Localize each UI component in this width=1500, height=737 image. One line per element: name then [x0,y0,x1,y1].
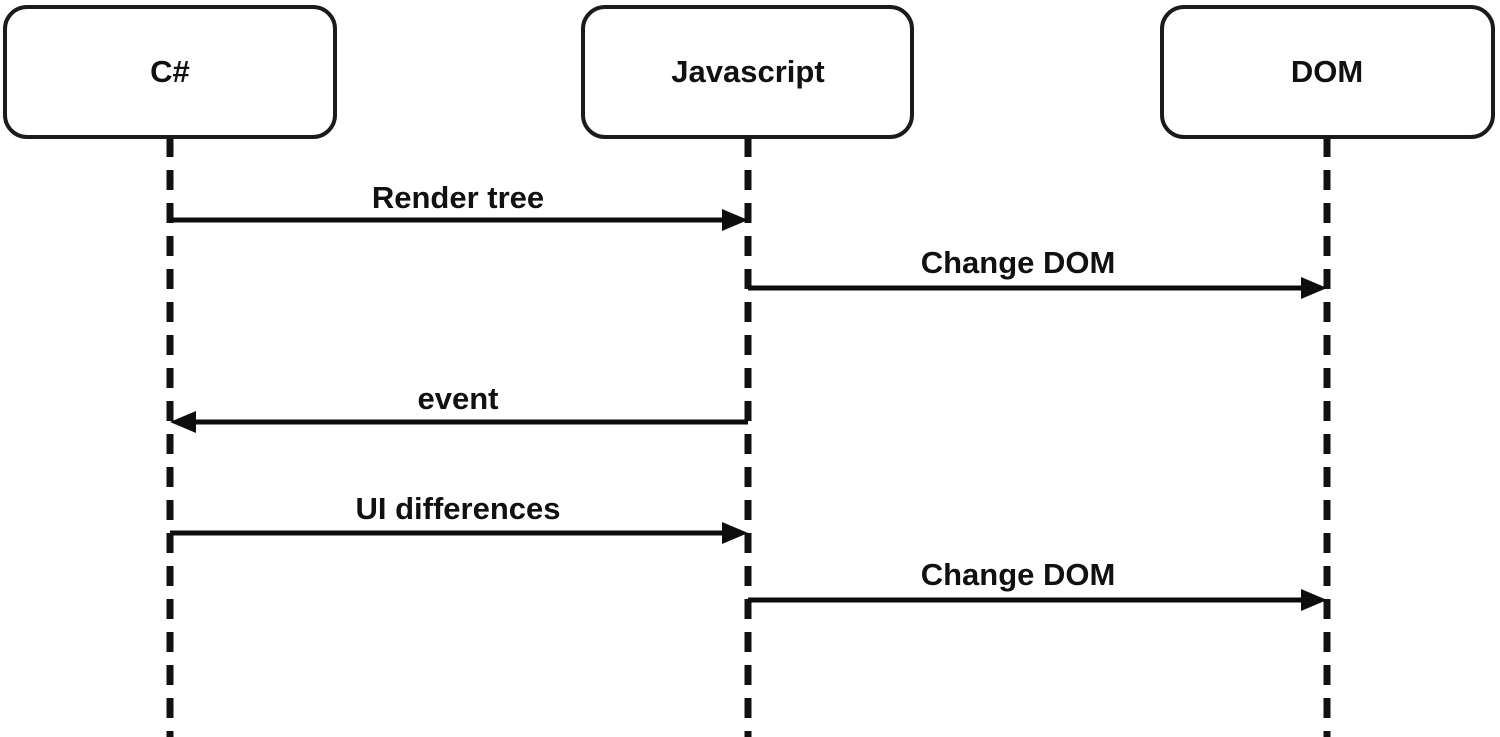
participant-box-csharp[interactable] [3,5,337,139]
arrowhead-right-icon [722,209,748,231]
arrowhead-left-icon [170,411,196,433]
messages-layer: Render tree Change DOM event UI differen… [170,180,1327,611]
message-change-dom-1[interactable]: Change DOM [748,245,1327,299]
participant-label-csharp: C# [150,54,190,89]
participant-label-javascript: Javascript [671,54,824,89]
message-label-change-dom-1: Change DOM [921,245,1116,280]
message-label-event: event [418,381,499,416]
participant-box-javascript[interactable] [581,5,914,139]
lifelines-layer [166,137,1331,737]
message-change-dom-2[interactable]: Change DOM [748,557,1327,611]
message-label-render-tree: Render tree [372,180,544,215]
message-label-change-dom-2: Change DOM [921,557,1116,592]
participant-dom[interactable]: DOM [1160,5,1495,139]
arrowhead-right-icon [722,522,748,544]
arrowhead-right-icon [1301,277,1327,299]
participant-javascript[interactable]: Javascript [581,5,914,139]
arrowhead-right-icon [1301,589,1327,611]
participants-layer: C# Javascript DOM [3,5,1495,139]
message-render-tree[interactable]: Render tree [170,180,748,231]
participant-csharp[interactable]: C# [3,5,337,139]
message-event[interactable]: event [170,381,748,433]
message-ui-differences[interactable]: UI differences [170,491,748,544]
message-label-ui-differences: UI differences [355,491,560,526]
participant-box-dom[interactable] [1160,5,1495,139]
participant-label-dom: DOM [1291,54,1363,89]
